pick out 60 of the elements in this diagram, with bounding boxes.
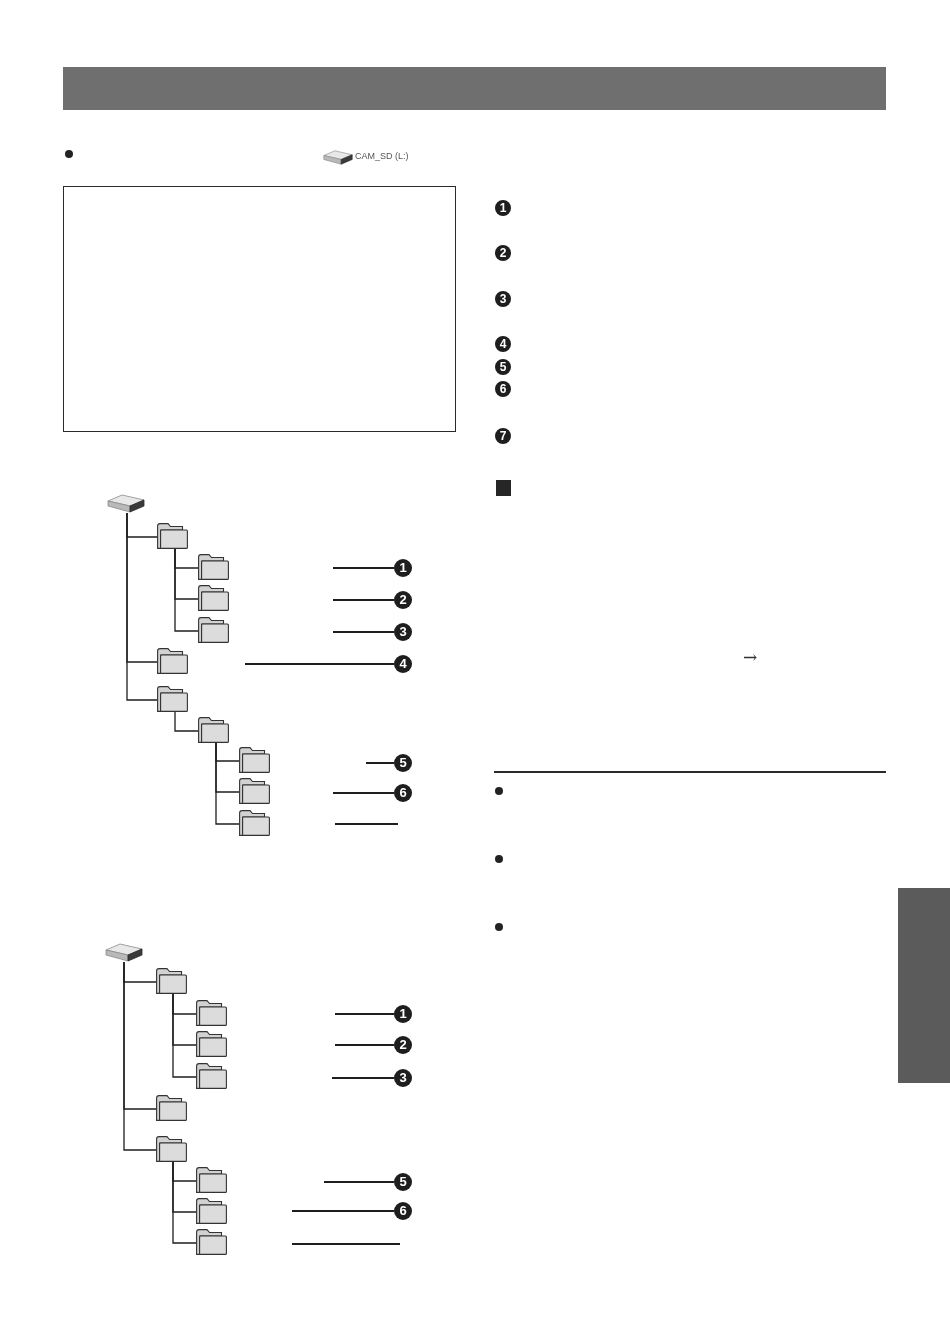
callout-number: 2 bbox=[394, 591, 412, 609]
tree-line bbox=[126, 512, 158, 701]
callout-number: 1 bbox=[394, 559, 412, 577]
folder-icon bbox=[196, 1229, 227, 1255]
tree-line bbox=[215, 742, 240, 825]
folder-icon bbox=[156, 1136, 187, 1162]
callout-number: 5 bbox=[394, 754, 412, 772]
callout-number: 3 bbox=[394, 623, 412, 641]
leader-line bbox=[332, 631, 395, 633]
tree-line bbox=[172, 993, 197, 1078]
drive-label: CAM_SD (L:) bbox=[355, 151, 409, 162]
arrow-glyph: → bbox=[743, 647, 758, 667]
callout-number: 1 bbox=[495, 200, 511, 216]
callout-number: 3 bbox=[495, 291, 511, 307]
folder-icon bbox=[196, 1031, 227, 1057]
folder-icon bbox=[196, 1000, 227, 1026]
folder-icon bbox=[198, 617, 229, 643]
folder-icon bbox=[198, 554, 229, 580]
callout-number: 4 bbox=[394, 655, 412, 673]
callout-number: 2 bbox=[495, 245, 511, 261]
leader-line bbox=[331, 1077, 395, 1079]
leader-line bbox=[332, 792, 395, 794]
folder-icon bbox=[156, 1095, 187, 1121]
leader-line bbox=[323, 1181, 395, 1183]
callout-number: 1 bbox=[394, 1005, 412, 1023]
callout-number: 6 bbox=[394, 1202, 412, 1220]
leader-line bbox=[334, 1013, 395, 1015]
callout-number: 6 bbox=[495, 381, 511, 397]
leader-line bbox=[332, 567, 395, 569]
folder-icon bbox=[196, 1167, 227, 1193]
callout-number: 3 bbox=[394, 1069, 412, 1087]
tree-line bbox=[123, 961, 157, 1151]
callout-number: 4 bbox=[495, 336, 511, 352]
folder-icon bbox=[239, 747, 270, 773]
folder-icon bbox=[196, 1198, 227, 1224]
leader-line bbox=[334, 1044, 395, 1046]
callout-number: 7 bbox=[495, 428, 511, 444]
folder-icon bbox=[239, 778, 270, 804]
tree-line bbox=[174, 711, 199, 732]
folder-icon bbox=[157, 686, 188, 712]
side-tab bbox=[898, 888, 950, 1083]
drive-icon bbox=[105, 943, 143, 962]
folder-icon bbox=[157, 648, 188, 674]
folder-icon bbox=[196, 1063, 227, 1089]
tree-line bbox=[172, 1161, 197, 1244]
drive-icon bbox=[107, 494, 145, 513]
leader-line bbox=[291, 1210, 395, 1212]
leader-line bbox=[365, 762, 395, 764]
folder-icon bbox=[198, 717, 229, 743]
tree-line bbox=[174, 548, 199, 632]
folder-icon bbox=[157, 523, 188, 549]
folder-icon bbox=[239, 810, 270, 836]
folder-icon bbox=[156, 968, 187, 994]
callout-number: 5 bbox=[495, 359, 511, 375]
callout-number: 2 bbox=[394, 1036, 412, 1054]
folder-icon bbox=[198, 585, 229, 611]
leader-line bbox=[332, 599, 395, 601]
callout-number: 5 bbox=[394, 1173, 412, 1191]
leader-line bbox=[244, 663, 395, 665]
callout-number: 6 bbox=[394, 784, 412, 802]
